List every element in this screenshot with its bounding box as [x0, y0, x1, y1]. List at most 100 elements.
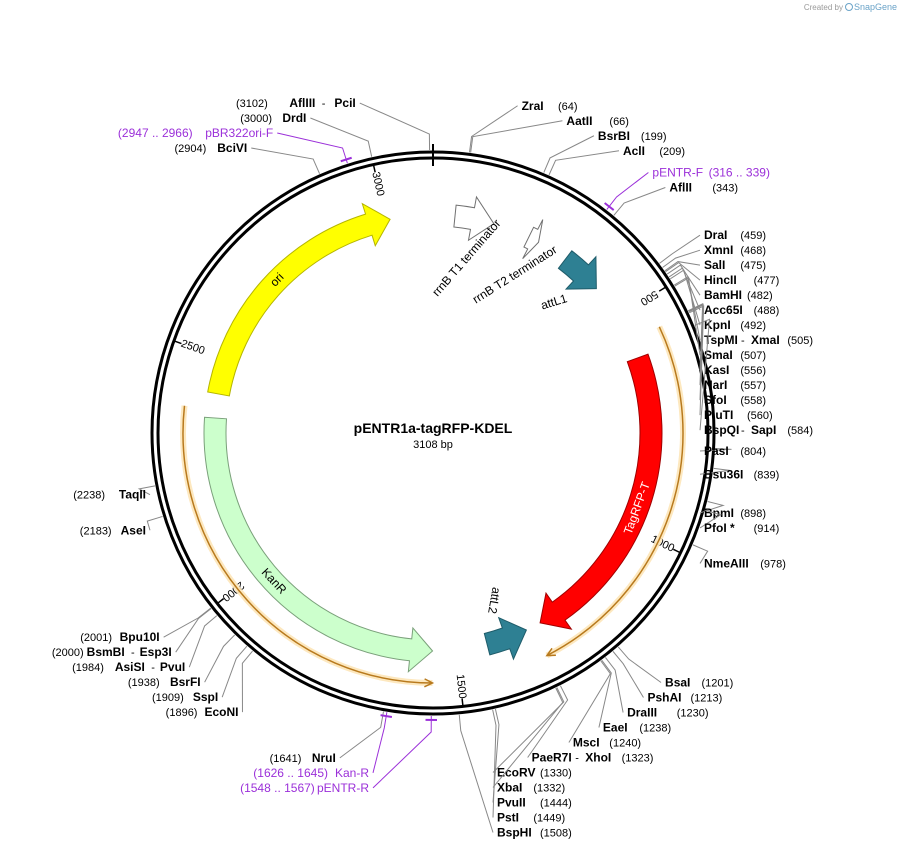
site-zrai[interactable]: ZraI(64) [469, 99, 578, 153]
site-kan-r[interactable]: Kan-R(1626 .. 1645) [253, 712, 393, 780]
site-asisi[interactable]: PvuI-AsiSI(1984) [72, 615, 218, 675]
site-leader-line [568, 660, 611, 743]
site-bamhi[interactable]: BamHI (482) [666, 264, 773, 302]
tick-label-3000: 3000 [369, 171, 386, 198]
site-leader-line [598, 659, 612, 728]
site-drdi[interactable]: DrdI(3000) [240, 111, 373, 157]
site-name: NmeAIII [704, 556, 749, 570]
site-nrui[interactable]: NruI(1641) [270, 711, 384, 765]
site-pvuii[interactable]: PvuII(1444) [492, 708, 572, 809]
site-name: pENTR-R [317, 781, 369, 795]
site-pbr322ori-f[interactable]: pBR322ori-F(2947 .. 2966) [118, 126, 352, 164]
site-name: SfoI [704, 393, 727, 407]
site-name: PstI [497, 810, 519, 824]
site-position: (1444) [540, 797, 572, 809]
site-position: (505) [787, 335, 813, 347]
site-name: BspHI [497, 825, 532, 839]
site-position: (1938) [128, 677, 160, 689]
site-position: (1508) [540, 827, 572, 839]
site-name: pBR322ori-F [205, 126, 273, 140]
site-bsphi[interactable]: BspHI (1508) [458, 714, 572, 840]
site-econi[interactable]: EcoNI(1896) [166, 650, 253, 719]
feature-tagrfp-t[interactable] [539, 353, 663, 630]
site-leader-line [146, 515, 163, 531]
site-pshai[interactable]: PshAI(1213) [612, 651, 722, 704]
site-paer7i[interactable]: PaeR7I-XhoI(1323) [527, 685, 654, 765]
site-taqii[interactable]: TaqII(2238) [73, 485, 156, 502]
site-ecorv[interactable]: EcoRV(1330) [492, 687, 572, 779]
site-sfoi[interactable]: SfoI (558) [688, 304, 766, 407]
site-leader-line [699, 509, 722, 529]
site-hincii[interactable]: HincII(477) [665, 261, 780, 288]
orf-arc-kanr-orf [182, 405, 433, 684]
feature-ori[interactable] [207, 202, 391, 397]
site-asei[interactable]: AseI(2183) [80, 515, 163, 537]
site-aflii[interactable]: AflII(343) [613, 181, 738, 216]
site-afliii[interactable]: PciI-AflIII(3102) [236, 96, 431, 151]
site-kpni[interactable]: KpnI(492) [670, 269, 766, 332]
credit-brand: SnapGene [853, 2, 897, 12]
site-position: (482) [747, 290, 773, 302]
site-bsai[interactable]: BsaI(1201) [617, 646, 733, 690]
site-nmeaiii[interactable]: NmeAIII (978) [692, 544, 786, 571]
site-name-separator: - [575, 752, 579, 764]
plasmid-length: 3108 bp [413, 439, 453, 451]
site-name: SspI [193, 690, 218, 704]
site-sali[interactable]: SalI(475) [664, 258, 766, 272]
site-name: XmnI [704, 243, 733, 257]
site-position: (978) [760, 558, 786, 570]
feature-kanr[interactable] [203, 416, 434, 673]
orf-arrowhead-kanr-orf [424, 678, 435, 688]
tick-label-2500: 2500 [179, 338, 206, 358]
site-acli[interactable]: AclI(209) [548, 144, 685, 176]
site-pasi[interactable]: PasI(804) [699, 444, 766, 458]
site-bsrbi[interactable]: BsrBI(199) [543, 129, 667, 173]
site-tspmi[interactable]: TspMI-XmaI(505) [674, 275, 813, 347]
site-xbai[interactable]: XbaI(1332) [492, 687, 565, 795]
site-bpu10i[interactable]: Bpu10I(2001) [80, 607, 211, 644]
site-name: AclI [623, 144, 645, 158]
site-pfoi[interactable]: PfoI *(914) [699, 509, 779, 535]
site-name: BamHI [704, 288, 742, 302]
site-leader-line [666, 264, 701, 296]
site-bsmbi[interactable]: Esp3I-BsmBI(2000) [52, 608, 212, 660]
site-eaei[interactable]: EaeI(1238) [598, 659, 671, 734]
site-draiii[interactable]: DraIII(1230) [604, 657, 709, 719]
tick-mark-2500 [174, 340, 182, 345]
tick-mark-500 [658, 286, 666, 292]
feature-attl2[interactable] [483, 616, 528, 661]
tick-label-1500: 1500 [454, 674, 469, 700]
site-leader-line [692, 544, 709, 564]
site-name: Kan-R [335, 766, 369, 780]
site-bsu36i[interactable]: Bsu36I(839) [699, 467, 779, 481]
site-leader-line [694, 318, 711, 431]
site-pentr-f[interactable]: pENTR-F(316 .. 339) [604, 166, 770, 211]
site-bpmi[interactable]: BpmI(898) [699, 501, 766, 520]
feature-rrnb-t1-terminator[interactable] [453, 195, 495, 242]
site-smai[interactable]: SmaI(507) [674, 276, 766, 362]
primer-marker [340, 156, 352, 163]
site-bspqi[interactable]: BspQI-SapI(584) [694, 318, 813, 437]
site-xmni[interactable]: XmnI(468) [662, 243, 767, 268]
site-bsrfi[interactable]: BsrFI(1938) [128, 634, 236, 689]
site-leader-line [688, 305, 705, 416]
site-leader-line [699, 447, 732, 452]
site-msci[interactable]: MscI(1240) [568, 660, 641, 750]
site-position: (1230) [677, 707, 709, 719]
site-aatii[interactable]: AatII(66) [470, 114, 629, 153]
site-leader-line [527, 685, 569, 758]
site-acc65i[interactable]: Acc65I(488) [668, 267, 779, 317]
site-psti[interactable]: PstI(1449) [492, 709, 566, 825]
site-sspi[interactable]: SspI(1909) [152, 645, 248, 704]
site-bcivi[interactable]: BciVI(2904) [174, 141, 321, 174]
site-nari[interactable]: NarI(557) [688, 303, 766, 392]
feature-rrnb-t2-terminator[interactable] [522, 219, 544, 260]
feature-label-attl1: attL1 [539, 291, 569, 312]
site-pentr-r[interactable]: pENTR-R(1548 .. 1567) [240, 715, 438, 795]
site-position: (557) [740, 380, 766, 392]
site-pluti[interactable]: PluTI(560) [688, 305, 773, 422]
feature-attl1[interactable] [557, 250, 597, 290]
site-leader-line [359, 102, 431, 151]
site-drai[interactable]: DraI(459) [659, 228, 767, 264]
site-position: (558) [740, 395, 766, 407]
